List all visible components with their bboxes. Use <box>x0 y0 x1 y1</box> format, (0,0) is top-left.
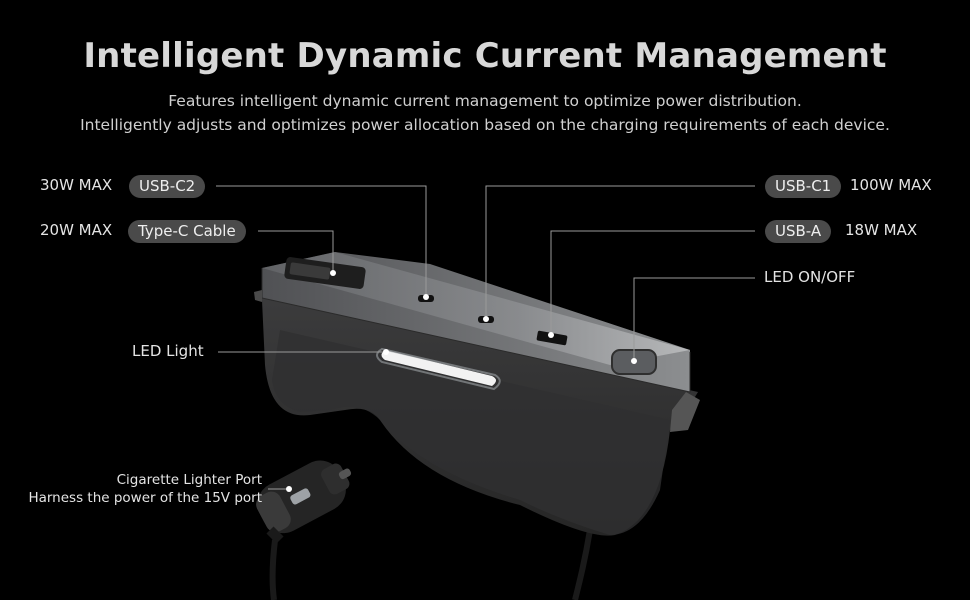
usb-a-pill: USB-A <box>765 220 832 243</box>
cigarette-port-desc: Harness the power of the 15V port <box>28 490 262 506</box>
cable-left <box>269 539 278 600</box>
usb-a-power-label: 18W MAX <box>845 221 918 239</box>
cable-right <box>572 529 593 600</box>
usb-c1-pill: USB-C1 <box>765 175 842 198</box>
led-light-bar <box>381 350 496 386</box>
type-c-cable-pill: Type-C Cable <box>128 220 246 243</box>
leader-lines <box>216 185 755 490</box>
led-light-label: LED Light <box>132 342 204 360</box>
page-title: Intelligent Dynamic Current Management <box>83 36 887 76</box>
cigarette-port-title: Cigarette Lighter Port <box>116 472 262 488</box>
subtitle-line-2: Intelligently adjusts and optimizes powe… <box>80 116 890 134</box>
usb-c2-pill: USB-C2 <box>129 175 206 198</box>
usb-a-port <box>536 330 568 346</box>
usb-c2-power-label: 30W MAX <box>40 176 113 194</box>
leader-dots <box>286 270 637 492</box>
subtitle-line-1: Features intelligent dynamic current man… <box>168 92 802 110</box>
cigarette-plug <box>256 460 352 534</box>
usb-c1-power-label: 100W MAX <box>850 176 932 194</box>
type-c-cable-power-label: 20W MAX <box>40 221 113 239</box>
led-on-off-label: LED ON/OFF <box>764 268 856 286</box>
cigarette-port-label: Cigarette Lighter Port Harness the power… <box>10 471 262 507</box>
